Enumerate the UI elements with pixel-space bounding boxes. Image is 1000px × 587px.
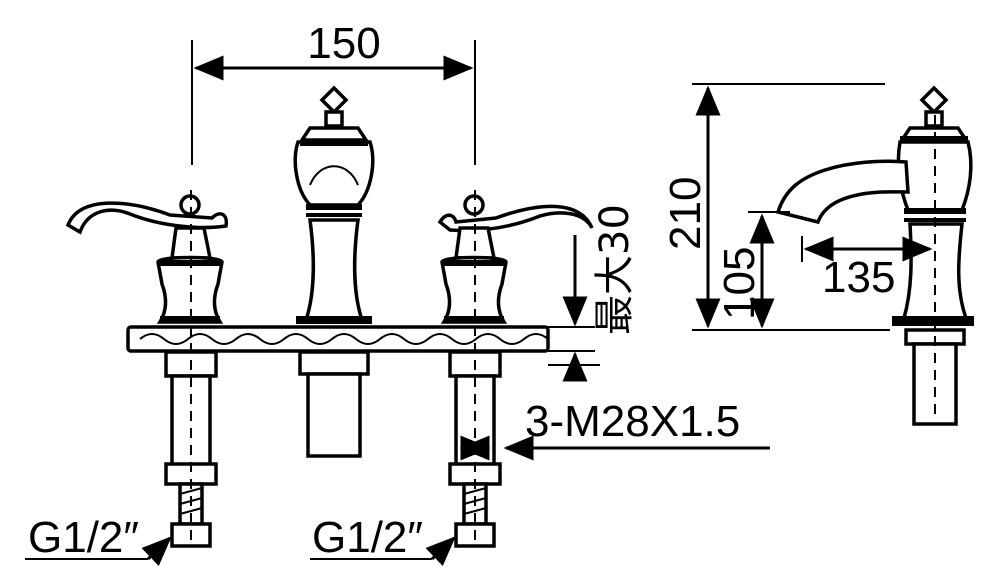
- dimension-deck-thickness-label: 最大30: [592, 204, 638, 335]
- dimension-210-label: 210: [661, 177, 710, 250]
- dimension-150-label: 150: [307, 19, 380, 68]
- dimension-105-label: 105: [715, 247, 764, 320]
- thread-callout: 3-M28X1.5: [459, 397, 770, 461]
- left-handle-valve: [65, 190, 229, 548]
- inlet-callout-left: G1/2″: [25, 513, 172, 567]
- inlet-right-label: G1/2″: [312, 513, 423, 562]
- dimension-135-label: 135: [822, 253, 895, 302]
- dimension-deck-thickness: 最大30: [548, 204, 638, 382]
- center-spout: [293, 85, 375, 458]
- right-handle-valve: [437, 190, 594, 548]
- thread-label: 3-M28X1.5: [525, 397, 740, 446]
- dimension-150: 150: [191, 19, 476, 165]
- dimension-210: 210: [661, 83, 890, 331]
- dimension-135: 135: [801, 236, 933, 302]
- dimension-105: 105: [715, 211, 790, 329]
- inlet-callout-right: G1/2″: [310, 513, 456, 567]
- inlet-left-label: G1/2″: [28, 513, 139, 562]
